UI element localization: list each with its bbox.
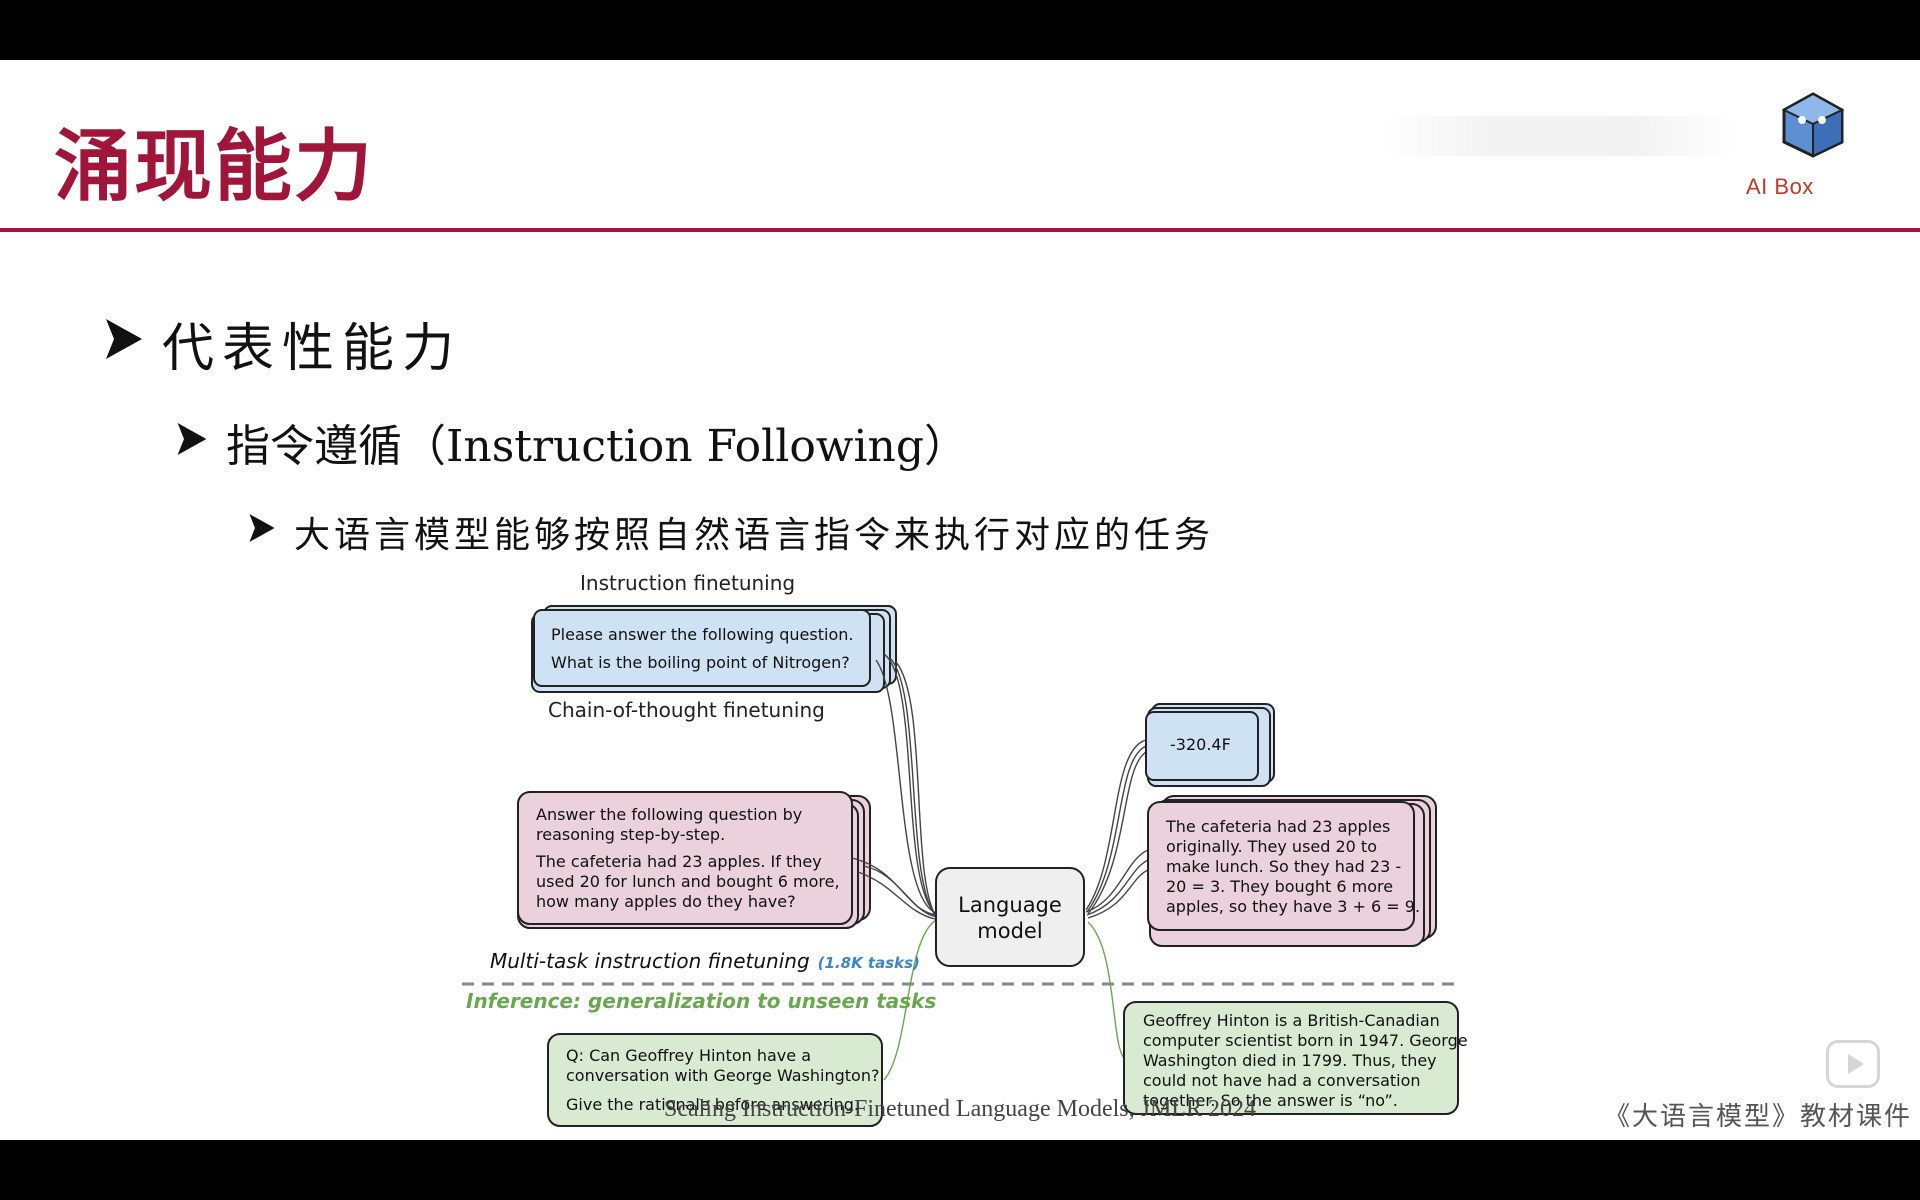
bullet-level3-text: 大语言模型能够按照自然语言指令来执行对应的任务	[294, 515, 1215, 556]
inference-label: Inference: generalization to unseen task…	[466, 989, 936, 1013]
arrow-bullet-icon	[104, 314, 144, 374]
short-answer-box	[1145, 711, 1259, 781]
arrow-bullet-icon	[176, 417, 208, 468]
bullet-level1-text: 代表性能力	[162, 319, 463, 379]
course-label: 《大语言模型》教材课件	[1603, 1102, 1912, 1132]
arrow-bullet-icon	[248, 512, 276, 553]
cot-header: Chain-of-thought finetuning	[548, 698, 825, 722]
figure-citation: Scaling Instruction-Finetuned Language M…	[664, 1096, 1256, 1122]
multitask-count: (1.8K tasks)	[818, 954, 920, 972]
model-label: Language	[958, 893, 1062, 917]
inference-answer-box	[1123, 1001, 1459, 1115]
language-model-box	[935, 867, 1085, 967]
instruction-example-box	[533, 609, 871, 687]
cot-answer-line: apples, so they have 3 + 6 = 9.	[1166, 897, 1420, 916]
cot-answer-line: originally. They used 20 to	[1166, 837, 1377, 856]
bullet-level2: 指令遵循（Instruction Following）	[176, 410, 968, 474]
multitask-text: Multi-task instruction finetuning	[490, 949, 810, 973]
flan-figure: Instruction finetuning Please answer the…	[462, 571, 1468, 1127]
bullet-level2-text: 指令遵循（Instruction Following）	[226, 421, 969, 472]
inference-answer-line: could not have had a conversation	[1143, 1071, 1421, 1090]
inference-answer-line: Geoffrey Hinton is a British-Canadian	[1143, 1011, 1440, 1030]
inference-question-line: Q: Can Geoffrey Hinton have a	[566, 1046, 811, 1065]
inference-answer-line: Washington died in 1799. Thus, they	[1143, 1051, 1437, 1070]
slide: 涌现能力 AI Box 代表性能力 指令遵循（Instruction Follo…	[0, 60, 1920, 1140]
cot-line: used 20 for lunch and bought 6 more,	[536, 872, 840, 891]
instruction-line: What is the boiling point of Nitrogen?	[551, 653, 850, 672]
multitask-label: Multi-task instruction finetuning (1.8K t…	[490, 949, 920, 973]
bullet-level3: 大语言模型能够按照自然语言指令来执行对应的任务	[248, 506, 1214, 558]
inference-question-box	[547, 1033, 883, 1127]
slide-title: 涌现能力	[54, 122, 375, 212]
video-play-button[interactable]	[1826, 1040, 1880, 1088]
cot-answer-line: 20 = 3. They bought 6 more	[1166, 877, 1393, 896]
instruction-header: Instruction finetuning	[580, 571, 795, 595]
inference-answer-line: computer scientist born in 1947. George	[1143, 1031, 1468, 1050]
cube-logo-icon	[1781, 92, 1845, 158]
inference-answer-line: together. So the answer is “no”.	[1143, 1091, 1398, 1110]
title-divider	[0, 228, 1920, 232]
watermark-strip	[1380, 116, 1740, 156]
bullet-level1: 代表性能力	[104, 306, 462, 381]
inference-question-line: Give the rationale before answering.	[566, 1095, 859, 1114]
cot-line: how many apples do they have?	[536, 892, 796, 911]
instruction-line: Please answer the following question.	[551, 625, 853, 644]
cot-line: reasoning step-by-step.	[536, 825, 725, 844]
logo-label: AI Box	[1746, 174, 1814, 199]
cot-answer-line: The cafeteria had 23 apples	[1165, 817, 1390, 836]
inference-question-line: conversation with George Washington?	[566, 1066, 879, 1085]
cot-line: The cafeteria had 23 apples. If they	[535, 852, 822, 871]
aibox-logo: AI Box	[1740, 90, 1890, 220]
cot-line: Answer the following question by	[536, 805, 802, 824]
model-label: model	[977, 919, 1042, 943]
cot-answer-line: make lunch. So they had 23 -	[1166, 857, 1401, 876]
short-answer-text: -320.4F	[1170, 735, 1231, 754]
cot-answer-box	[1147, 801, 1415, 931]
